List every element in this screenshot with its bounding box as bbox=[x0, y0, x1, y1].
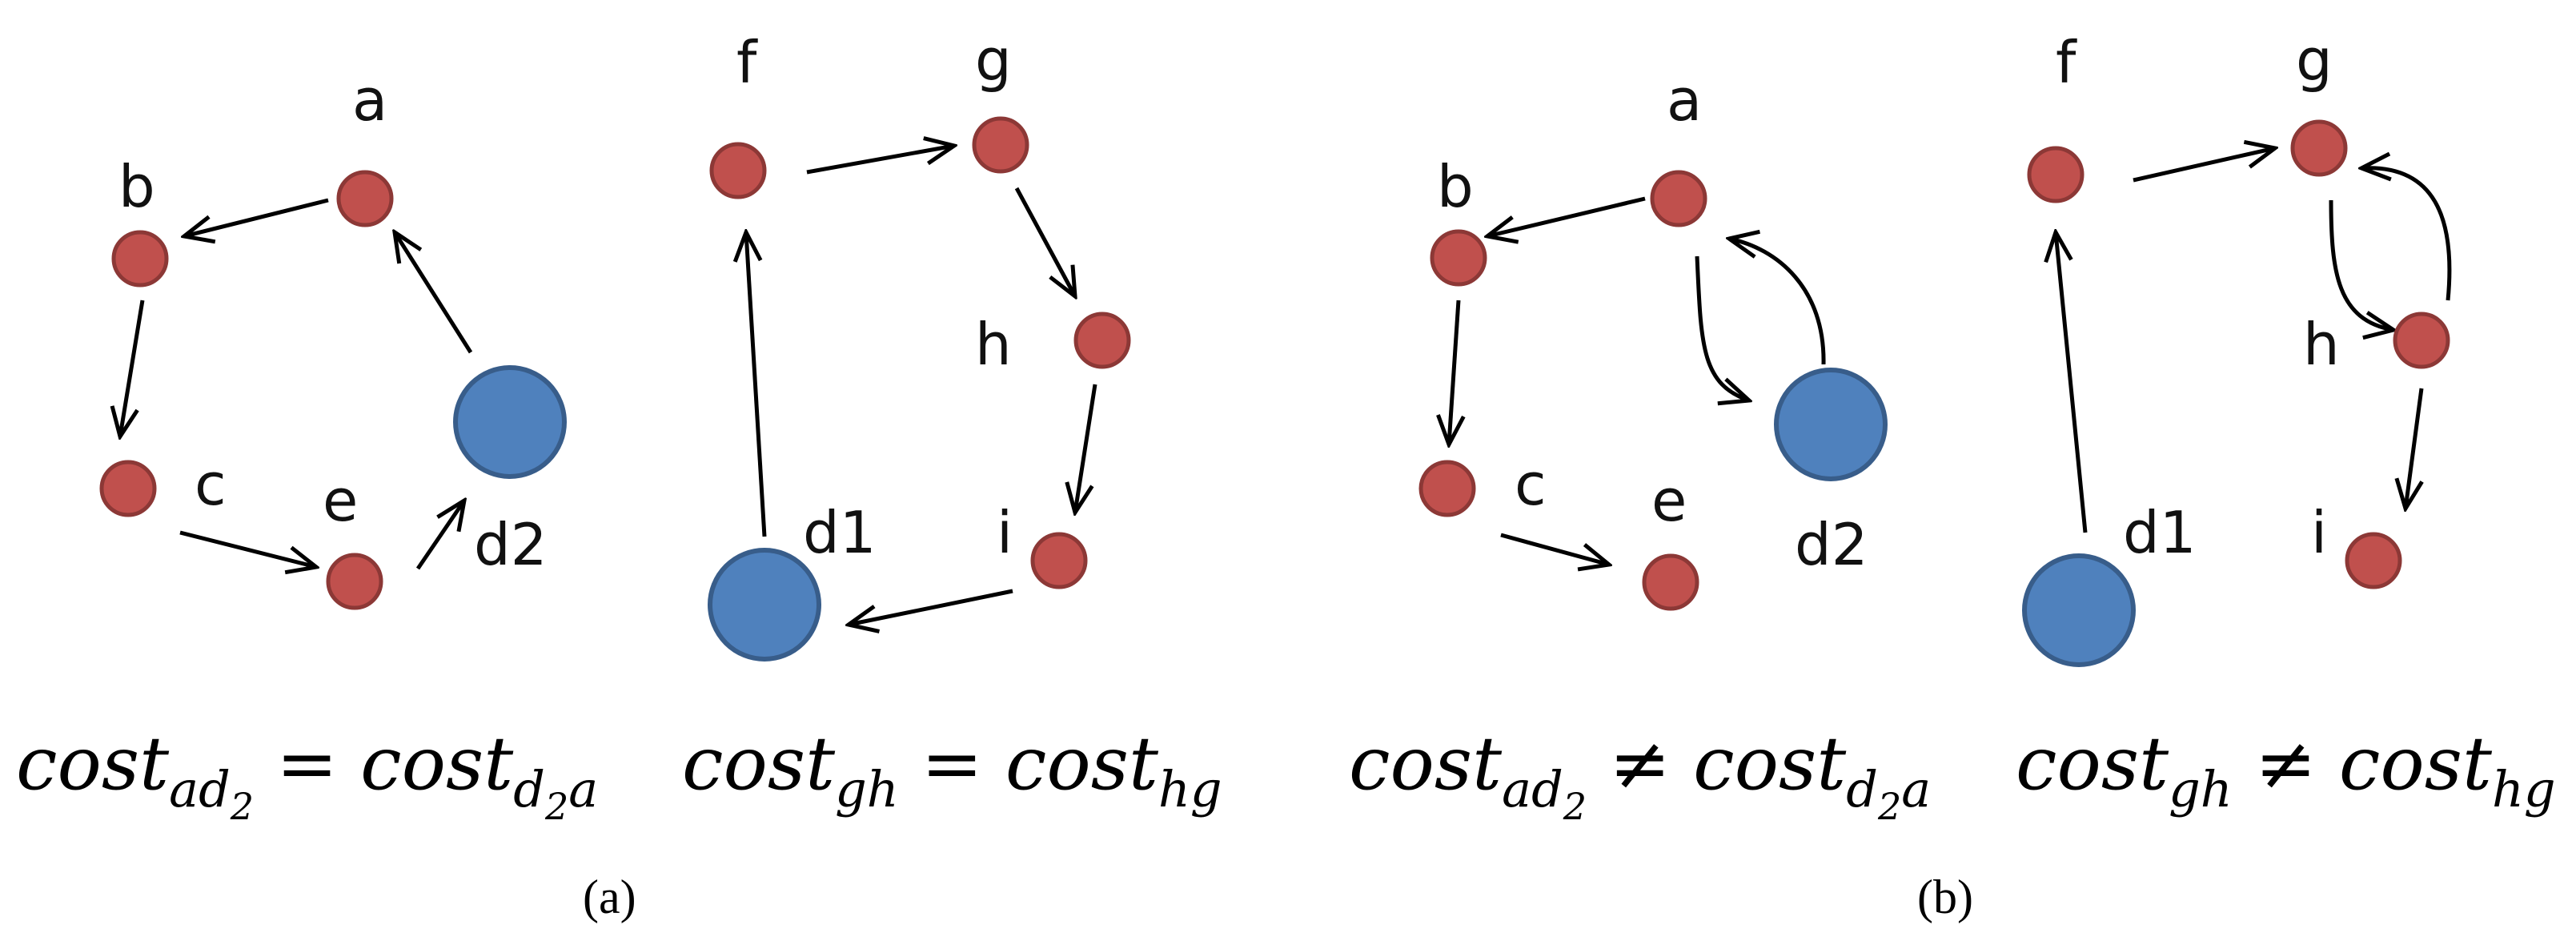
node-b bbox=[1430, 229, 1487, 287]
edge-g-h bbox=[2329, 199, 2393, 330]
edge-c-e bbox=[1500, 533, 1609, 565]
node-a bbox=[336, 170, 394, 227]
edge-a-b bbox=[184, 198, 329, 236]
node-f bbox=[709, 142, 767, 199]
edge-a-d2 bbox=[1695, 255, 1749, 400]
label-i: i bbox=[997, 499, 1013, 566]
label-h: h bbox=[2303, 311, 2340, 378]
node-i bbox=[2345, 532, 2402, 589]
panel-a: a b c e d2 f g h i d1 costad2=costd2a co… bbox=[16, 26, 1222, 923]
edge-h-i bbox=[1075, 384, 1097, 513]
equation-b-1: costad2≠costd2a bbox=[1349, 721, 1931, 828]
edge-b-c bbox=[120, 300, 145, 436]
label-c: c bbox=[1515, 451, 1547, 518]
node-f bbox=[2027, 146, 2084, 203]
node-h bbox=[1073, 312, 1131, 369]
node-b bbox=[111, 230, 169, 288]
label-d1: d1 bbox=[803, 499, 877, 566]
edge-d2-a bbox=[395, 232, 473, 354]
label-a: a bbox=[352, 66, 387, 134]
eq-lhs-base: cost bbox=[16, 721, 170, 806]
node-d1 bbox=[708, 548, 821, 662]
node-c bbox=[99, 460, 157, 517]
node-d1 bbox=[2022, 553, 2136, 667]
node-e bbox=[326, 553, 383, 610]
label-c: c bbox=[195, 451, 227, 518]
node-d2 bbox=[453, 365, 567, 479]
node-a bbox=[1650, 170, 1707, 227]
edge-c-e bbox=[179, 530, 316, 567]
label-f: f bbox=[736, 29, 758, 96]
edge-i-d1 bbox=[849, 589, 1013, 625]
edge-f-g bbox=[2133, 148, 2275, 183]
edge-e-d2 bbox=[415, 501, 464, 570]
node-e bbox=[1642, 553, 1699, 611]
caption-a: (a) bbox=[583, 871, 636, 923]
label-d1: d1 bbox=[2123, 499, 2197, 566]
node-g bbox=[972, 116, 1029, 174]
caption-b: (b) bbox=[1917, 871, 1973, 923]
label-b: b bbox=[1437, 153, 1474, 220]
label-h: h bbox=[975, 311, 1012, 378]
edge-d2-a bbox=[1729, 239, 1826, 365]
label-f: f bbox=[2056, 29, 2077, 96]
edge-f-g bbox=[806, 146, 954, 175]
node-h bbox=[2393, 312, 2450, 369]
edge-h-g bbox=[2361, 168, 2452, 301]
panel-b: a b c e d2 f g h i d1 costad2≠costd2a co… bbox=[1349, 26, 2556, 923]
label-a: a bbox=[1667, 66, 1702, 134]
edge-g-h bbox=[1014, 187, 1075, 296]
label-b: b bbox=[118, 153, 155, 220]
label-d2: d2 bbox=[474, 511, 548, 578]
label-e: e bbox=[323, 467, 358, 534]
label-i: i bbox=[2311, 499, 2327, 566]
equation-a-1: costad2=costd2a bbox=[16, 721, 598, 828]
edge-d1-f bbox=[746, 232, 767, 537]
node-i bbox=[1030, 532, 1088, 589]
equation-a-2: costgh=costhg bbox=[682, 721, 1222, 818]
label-g: g bbox=[2296, 26, 2333, 94]
edge-d1-f bbox=[2056, 232, 2088, 533]
edge-a-b bbox=[1487, 196, 1646, 236]
label-g: g bbox=[975, 26, 1012, 94]
label-d2: d2 bbox=[1795, 511, 1868, 578]
edge-b-c bbox=[1449, 300, 1459, 444]
edge-h-i bbox=[2405, 388, 2422, 509]
label-e: e bbox=[1651, 467, 1687, 534]
node-c bbox=[1418, 460, 1476, 517]
node-d2 bbox=[1774, 368, 1888, 481]
equation-b-2: costgh≠costhg bbox=[2016, 721, 2556, 818]
node-g bbox=[2290, 119, 2348, 177]
